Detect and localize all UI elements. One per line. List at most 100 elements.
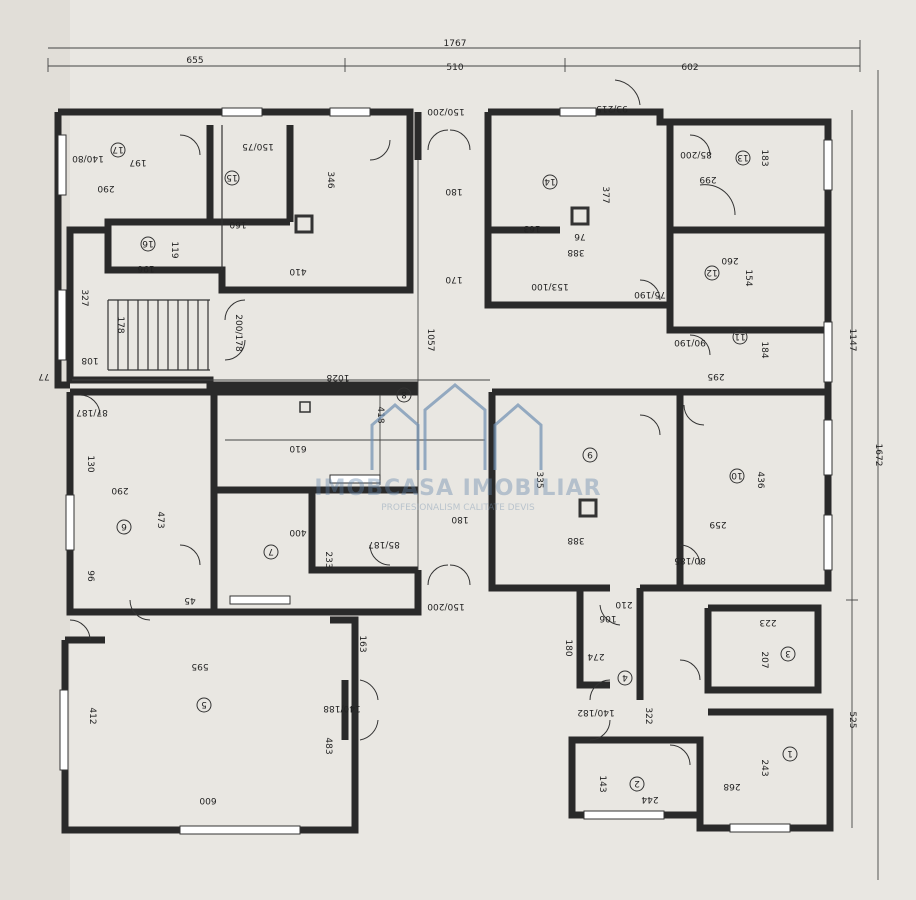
dimension-labels: 197 290 140/80 160 150/75 346 410 196 11… [38,103,776,805]
dim-label: 130 [85,455,95,472]
dim-label: 377 [600,186,610,203]
dim-label: 243 [759,759,769,776]
top-dimensions: 1767 655 510 602 [47,39,861,73]
room-12-number: 12 [706,267,717,277]
dim-label: 1028 [326,372,349,382]
dim-label: 140/80 [72,153,104,163]
dim-label: 200/178 [233,314,243,352]
dim-label: 76 [574,231,586,241]
room-9-number: 9 [587,449,593,459]
dim-label: 1057 [425,329,435,352]
dim-label: 160 [229,219,246,229]
room-1-number: 1 [787,748,793,758]
dim-label: 150/75 [242,141,274,151]
dim-label: 268 [723,781,740,791]
room-17-number: 17 [112,144,123,154]
dim-label: 274 [587,651,604,661]
dim-label: 154 [743,269,753,286]
room-markers: 17 15 16 14 13 12 11 10 9 8 7 6 5 4 3 2 … [110,142,798,792]
dim-label: 140/182 [577,707,614,717]
room-8-number: 8 [401,389,407,399]
dim-label: 260 [721,255,738,265]
watermark-house-icon [493,403,543,470]
dim-label: 233 [323,551,333,568]
dim-label: 196 [137,263,154,273]
watermark: IMOBCASA IMOBILIAR PROFESIONALISM CALITA… [314,383,601,513]
dim-label: 223 [759,617,776,627]
dim-label: 388 [567,247,584,257]
dim-label: 410 [289,266,306,276]
right-dimensions: 1147 525 1672 [846,70,883,880]
top-middle-dim: 510 [446,63,463,73]
dim-label: 295 [707,371,724,381]
dim-label: 327 [79,289,89,306]
room-10-number: 10 [731,470,743,480]
dim-label: 412 [87,707,97,724]
windows [57,107,833,835]
room-2-number: 2 [634,778,640,788]
dim-label: 150/200 [427,601,465,611]
room-13-number: 13 [737,152,748,162]
dim-label: 85/187 [368,539,400,549]
right-upper-dim: 1147 [847,329,857,352]
right-total-dim: 1672 [873,444,883,467]
watermark-house-icon [423,383,487,470]
dim-label: 210 [615,599,632,609]
dim-label: 400 [289,527,306,537]
dim-label: 87/187 [76,407,108,417]
watermark-text: IMOBCASA IMOBILIAR [314,476,601,501]
room-3-number: 3 [785,648,791,658]
dim-label: 163 [523,223,540,233]
dim-label: 180 [451,514,468,524]
dim-label: 140/188 [323,703,361,713]
room-4-number: 4 [622,672,628,682]
dim-label: 483 [323,737,333,754]
dim-label: 418 [375,406,385,423]
room-16-number: 16 [142,238,154,248]
dim-label: 77 [38,371,49,381]
watermark-subtext: PROFESIONALISM CALITATE DEVIS [381,503,535,513]
dim-label: 299 [699,174,716,184]
dim-label: 180 [563,639,573,656]
dim-label: 207 [759,651,769,668]
watermark-house-icon [370,403,420,470]
dim-label: 259 [709,519,726,529]
room-15-number: 15 [226,172,237,182]
dim-label: 163 [357,635,367,652]
dim-label: 197 [129,157,146,167]
dim-label: 106 [599,613,616,623]
dim-label: 184 [759,341,769,358]
dim-label: 85/200 [680,149,712,159]
dim-label: 45 [184,595,195,605]
dim-label: 170 [445,274,462,284]
room-5-number: 5 [201,699,207,709]
dim-label: 143 [597,775,607,792]
dim-label: 388 [567,535,584,545]
top-total-dim: 1767 [444,39,467,49]
dim-label: 108 [81,355,98,365]
dim-label: 93/215 [596,103,628,113]
doors [69,79,736,766]
dim-label: 119 [169,241,179,258]
top-left-dim: 655 [186,56,203,66]
dim-label: 595 [191,661,208,671]
dim-label: 75/190 [634,289,666,299]
dim-label: 600 [199,795,216,805]
dim-label: 322 [643,707,653,724]
dim-label: 290 [97,183,114,193]
dim-label: 178 [115,316,125,333]
dim-label: 290 [111,485,128,495]
dim-label: 244 [641,794,658,804]
dim-label: 180 [445,186,462,196]
dim-label: 610 [289,443,306,453]
right-lower-dim: 525 [847,711,857,728]
dim-label: 96 [85,570,95,582]
dim-label: 153/100 [531,281,569,291]
room-11-number: 11 [734,331,745,341]
room-14-number: 14 [544,176,556,186]
dim-label: 80/185 [674,555,706,565]
dim-label: 436 [755,471,765,488]
